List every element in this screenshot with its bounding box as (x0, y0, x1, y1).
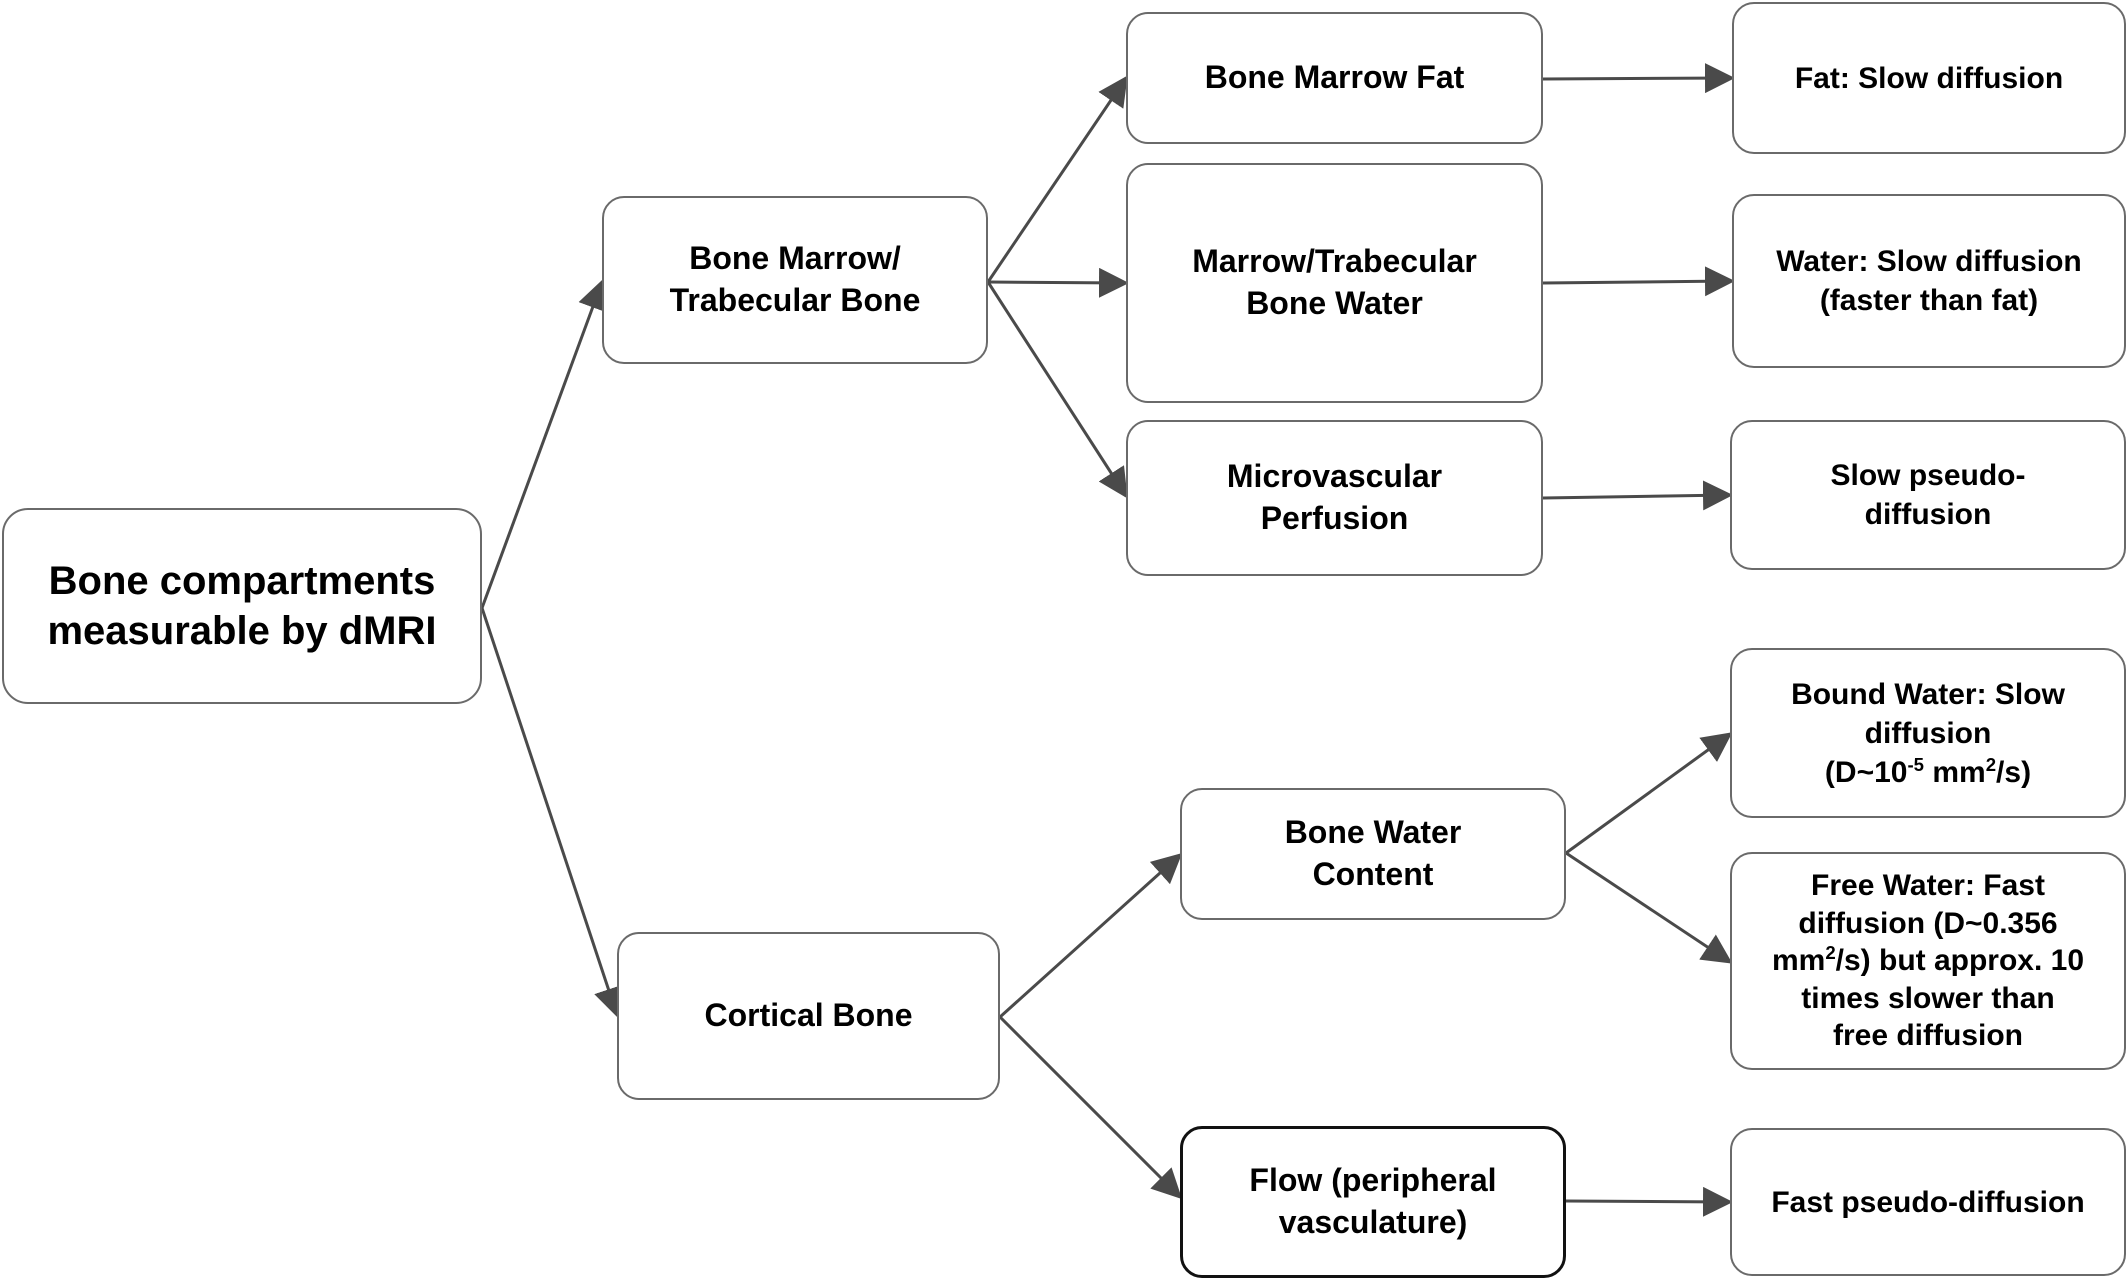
node-label: diffusion (1864, 498, 1992, 531)
arrow-root-to-cortical (480, 607, 623, 1018)
node-label: diffusion (1864, 716, 1992, 750)
node-label: times slower than (1801, 981, 2055, 1015)
node-fast-pseudo-diffusion: Fast pseudo-diffusion (1730, 1128, 2126, 1276)
node-label: Fast pseudo-diffusion (1771, 1185, 2085, 1219)
node-label: Bone Water (1284, 814, 1462, 851)
arrow-marrow-to-water (987, 267, 1129, 298)
node-marrow-trabecular-bone-water: Marrow/Trabecular Bone Water (1126, 163, 1543, 403)
arrow-cortical-to-bone-water (998, 852, 1183, 1019)
arrow-water-to-water-slow (1542, 266, 1735, 297)
node-bone-compartments: Bone compartments measurable by dMRI (2, 508, 482, 704)
node-label: Free Water: Fast (1811, 869, 2045, 903)
arrow-perfusion-to-slow-pseudo (1542, 480, 1733, 511)
arrow-bone-water-to-free (1565, 851, 1733, 964)
node-label: Bone Marrow Fat (1204, 59, 1465, 96)
node-label: Content (1312, 856, 1434, 892)
node-label: measurable by dMRI (47, 609, 437, 653)
node-bone-marrow-fat: Bone Marrow Fat (1126, 12, 1543, 144)
node-microvascular-perfusion: Microvascular Perfusion (1126, 420, 1543, 576)
node-label: Bone Water (1246, 285, 1423, 321)
node-label: Water: Slow diffusion (1776, 245, 2082, 278)
node-free-water-fast-diffusion: Free Water: Fast diffusion (D~0.356 mm2/… (1730, 852, 2126, 1070)
formula-part: /s) (1996, 755, 2032, 789)
arrow-flow-to-fast-pseudo (1565, 1186, 1733, 1217)
formula-exponent: 2 (1825, 942, 1836, 964)
formula-part: mm (1771, 944, 1826, 978)
formula-part: (D~10 (1824, 755, 1908, 789)
node-bone-marrow-trabecular: Bone Marrow/ Trabecular Bone (602, 196, 988, 364)
node-label: Slow pseudo- (1830, 459, 2026, 492)
node-label: (faster than fat) (1819, 284, 2039, 317)
node-slow-pseudo-diffusion: Slow pseudo- diffusion (1730, 420, 2126, 570)
arrow-bone-water-to-bound (1565, 732, 1733, 855)
node-fat-slow-diffusion: Fat: Slow diffusion (1732, 2, 2126, 154)
node-label: vasculature) (1278, 1204, 1468, 1240)
node-cortical-bone: Cortical Bone (617, 932, 1000, 1100)
arrow-root-to-marrow (480, 279, 607, 609)
arrow-marrow-to-fat (986, 75, 1128, 283)
node-label: Flow (peripheral (1249, 1162, 1497, 1199)
node-flow-peripheral-vasculature: Flow (peripheral vasculature) (1180, 1126, 1566, 1278)
node-label: free diffusion (1832, 1019, 2023, 1053)
node-label: Bone compartments (48, 559, 436, 603)
node-label: Bone Marrow/ (689, 240, 901, 277)
arrow-marrow-to-perfusion (986, 281, 1128, 499)
arrow-cortical-to-flow (998, 1015, 1183, 1200)
formula-part: mm (1924, 755, 1986, 789)
node-label: Perfusion (1260, 500, 1409, 536)
node-label-formula: mm2/s) but approx. 10 (1772, 942, 2084, 980)
node-label: Bound Water: Slow (1791, 677, 2065, 711)
node-label: diffusion (D~0.356 (1798, 906, 2058, 940)
node-label: Cortical Bone (704, 997, 913, 1034)
arrow-fat-to-fat-slow (1542, 63, 1735, 94)
node-water-slow-diffusion: Water: Slow diffusion (faster than fat) (1732, 194, 2126, 368)
node-bound-water-slow-diffusion: Bound Water: Slow diffusion (D~10-5 mm2/… (1730, 648, 2126, 818)
node-label-formula: (D~10-5 mm2/s) (1825, 753, 2031, 792)
node-bone-water-content: Bone Water Content (1180, 788, 1566, 920)
node-label: Trabecular Bone (669, 282, 921, 318)
node-label: Microvascular (1226, 458, 1443, 495)
node-label: Marrow/Trabecular (1192, 243, 1477, 280)
formula-part: /s) but approx. 10 (1835, 944, 2085, 978)
formula-exponent: -5 (1907, 753, 1925, 775)
node-label: Fat: Slow diffusion (1794, 61, 2064, 95)
formula-exponent: 2 (1985, 753, 1997, 775)
